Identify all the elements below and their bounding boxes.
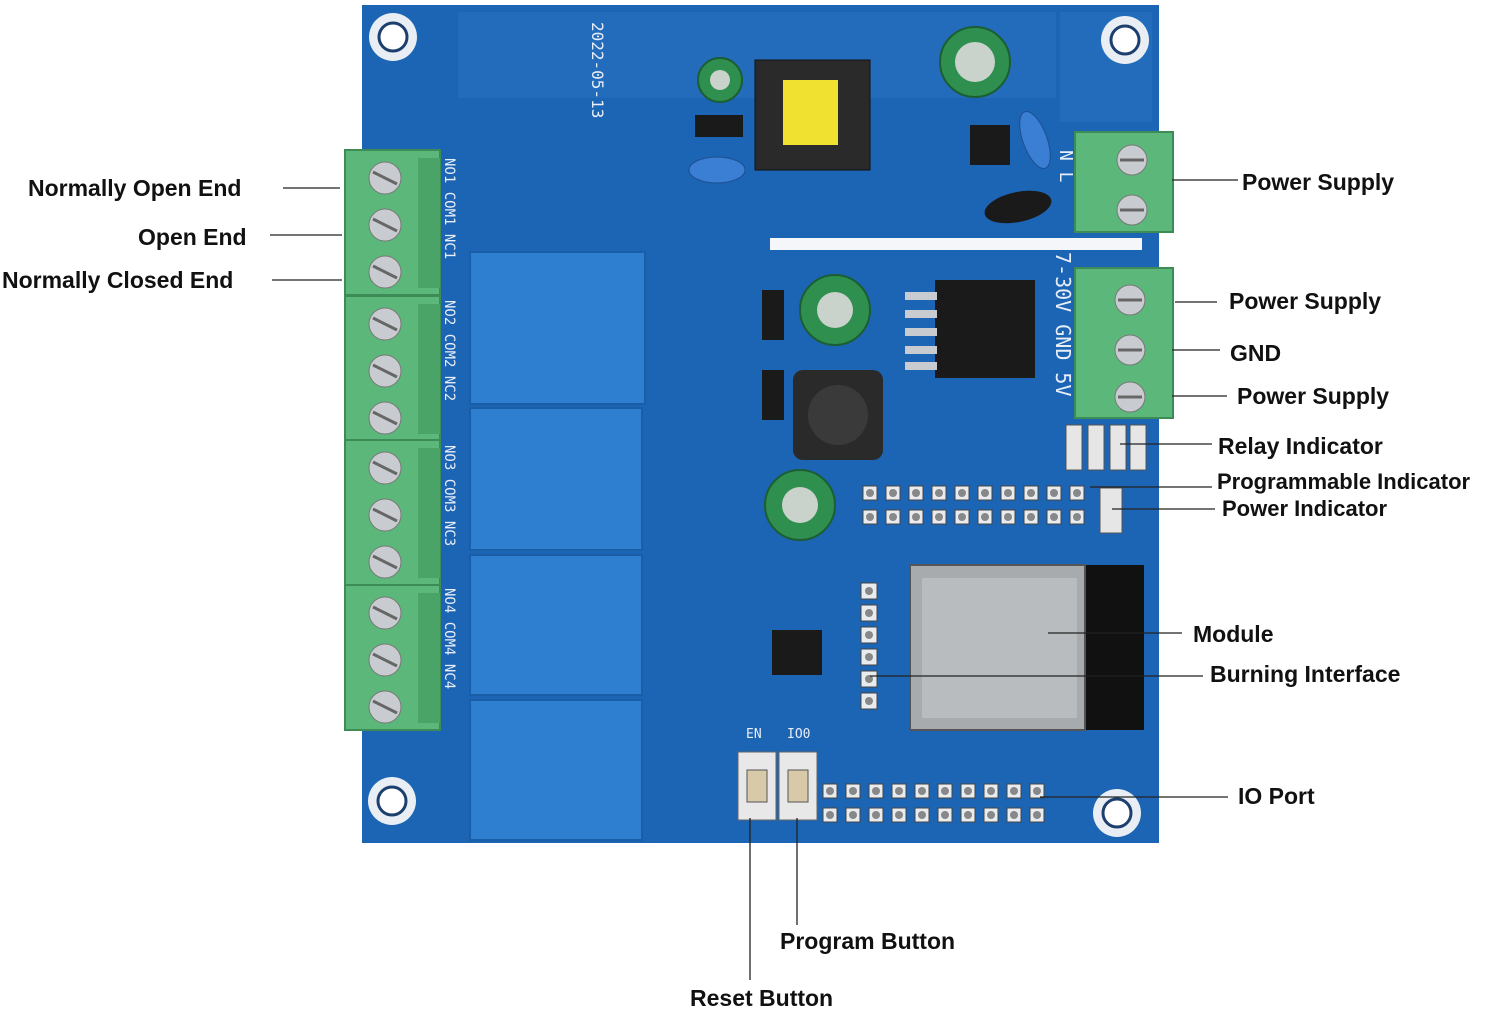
- io-header-row-1: [822, 783, 1045, 799]
- terminal-marking-4: NO4 COM4 NC4: [441, 588, 457, 689]
- mounting-hole: [1093, 789, 1141, 837]
- power-components: [688, 26, 1052, 224]
- en-marking: EN: [746, 727, 762, 742]
- power-supply-label-1: Power Supply: [1242, 169, 1395, 195]
- power-indicator-label: Power Indicator: [1222, 496, 1388, 521]
- voltage-marking: 7-30V GND 5V: [1051, 252, 1075, 397]
- burning-interface-label: Burning Interface: [1210, 661, 1401, 687]
- io0-marking: IO0: [787, 727, 810, 742]
- reset-button[interactable]: [737, 751, 777, 821]
- program-button-label: Program Button: [780, 928, 956, 954]
- module-label: Module: [1193, 621, 1274, 647]
- dc-terminal-block: [1074, 267, 1174, 419]
- mounting-hole: [1101, 16, 1149, 64]
- io-header-row-2: [822, 807, 1045, 823]
- wifi-module: [909, 564, 1144, 731]
- mains-marking: N L: [1055, 150, 1076, 183]
- normally-closed-end-label: Normally Closed End: [2, 267, 234, 293]
- mains-terminal-block: [1074, 131, 1174, 233]
- terminal-marking-3: NO3 COM3 NC3: [441, 445, 457, 546]
- open-end-label: Open End: [138, 224, 247, 250]
- header-pins: [822, 485, 1085, 823]
- power-supply-label-2: Power Supply: [1229, 288, 1382, 314]
- reset-button-label: Reset Button: [690, 985, 834, 1011]
- board-date-marking: 2022-05-13: [588, 22, 607, 118]
- leader-lines: [270, 179, 1238, 980]
- normally-open-end-label: Normally Open End: [28, 175, 242, 201]
- relay-indicator-label: Relay Indicator: [1218, 433, 1383, 459]
- regulator-components: [762, 274, 1035, 675]
- power-supply-label-3: Power Supply: [1237, 383, 1390, 409]
- mounting-hole: [368, 777, 416, 825]
- programmable-indicator-label: Programmable Indicator: [1217, 469, 1471, 494]
- indicator-leds: [1065, 424, 1147, 534]
- terminal-marking-1: NO1 COM1 NC1: [441, 158, 457, 259]
- relays: [469, 251, 646, 841]
- terminal-marking-2: NO2 COM2 NC2: [441, 300, 457, 401]
- terminal-block-1: [344, 149, 441, 296]
- relay-terminal-blocks: [344, 149, 441, 731]
- terminal-block-2: [344, 295, 441, 442]
- program-button[interactable]: [778, 751, 818, 821]
- burning-interface-header: [860, 582, 878, 710]
- top-header-row-1: [862, 485, 1085, 501]
- mounting-hole: [369, 13, 417, 61]
- gnd-label: GND: [1230, 340, 1282, 366]
- terminal-block-3: [344, 439, 441, 586]
- io-port-label: IO Port: [1238, 783, 1315, 809]
- top-header-row-2: [862, 509, 1085, 525]
- terminal-block-4: [344, 584, 441, 731]
